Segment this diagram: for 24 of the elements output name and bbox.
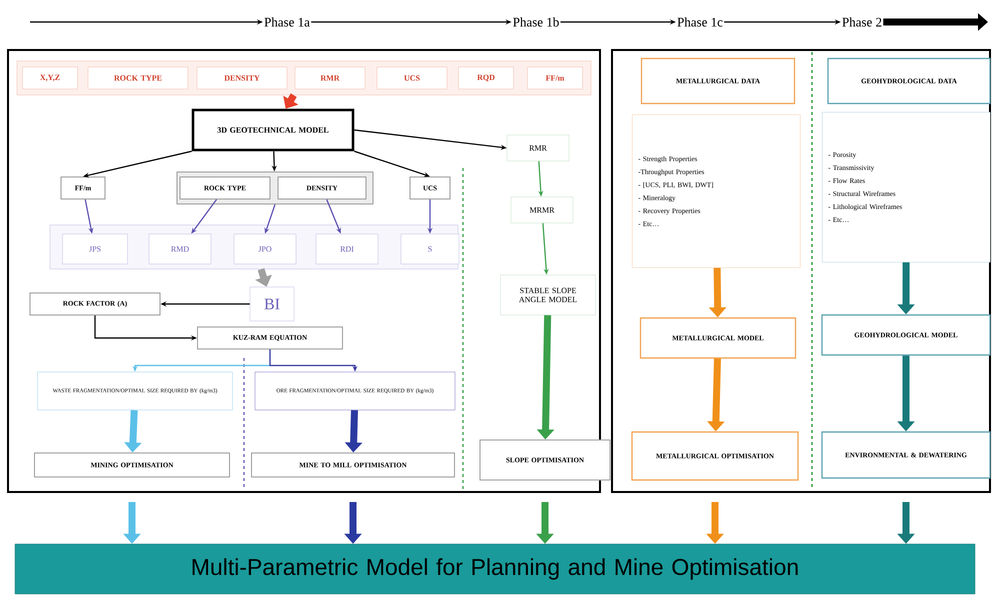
index-box: BI (250, 286, 294, 322)
phase-label: Phase 1c (677, 17, 723, 27)
phase-label: Phase 1a (264, 17, 310, 27)
panel-frame (7, 49, 601, 493)
phase-label: Phase 1b (513, 17, 559, 27)
parameter-box: S (400, 234, 460, 264)
panel-frame (611, 49, 991, 493)
input-box: RQD (458, 66, 514, 90)
parameter-box: RDI (316, 234, 378, 264)
process-box: STABLE SLOPE ANGLE MODEL (500, 274, 596, 316)
input-box: X,Y,Z (22, 66, 78, 90)
process-box: MRMR (510, 196, 574, 224)
model-box: 3D GEOTECHNICAL MODEL (192, 108, 354, 152)
phase-label: Phase 2 (842, 17, 882, 27)
banner-bar: Multi-Parametric Model for Planning and Mine Optimisation (14, 544, 976, 594)
input-box: DENSITY (196, 66, 288, 90)
input-box: UCS (376, 66, 448, 90)
parameter-box: RMD (148, 234, 212, 264)
parameter-box: JPO (234, 234, 296, 264)
input-box: FF/m (527, 66, 583, 90)
parameter-box: JPS (62, 234, 128, 264)
input-box: RMR (294, 66, 366, 90)
input-box: ROCK TYPE (88, 66, 188, 90)
process-box: RMR (506, 134, 570, 162)
